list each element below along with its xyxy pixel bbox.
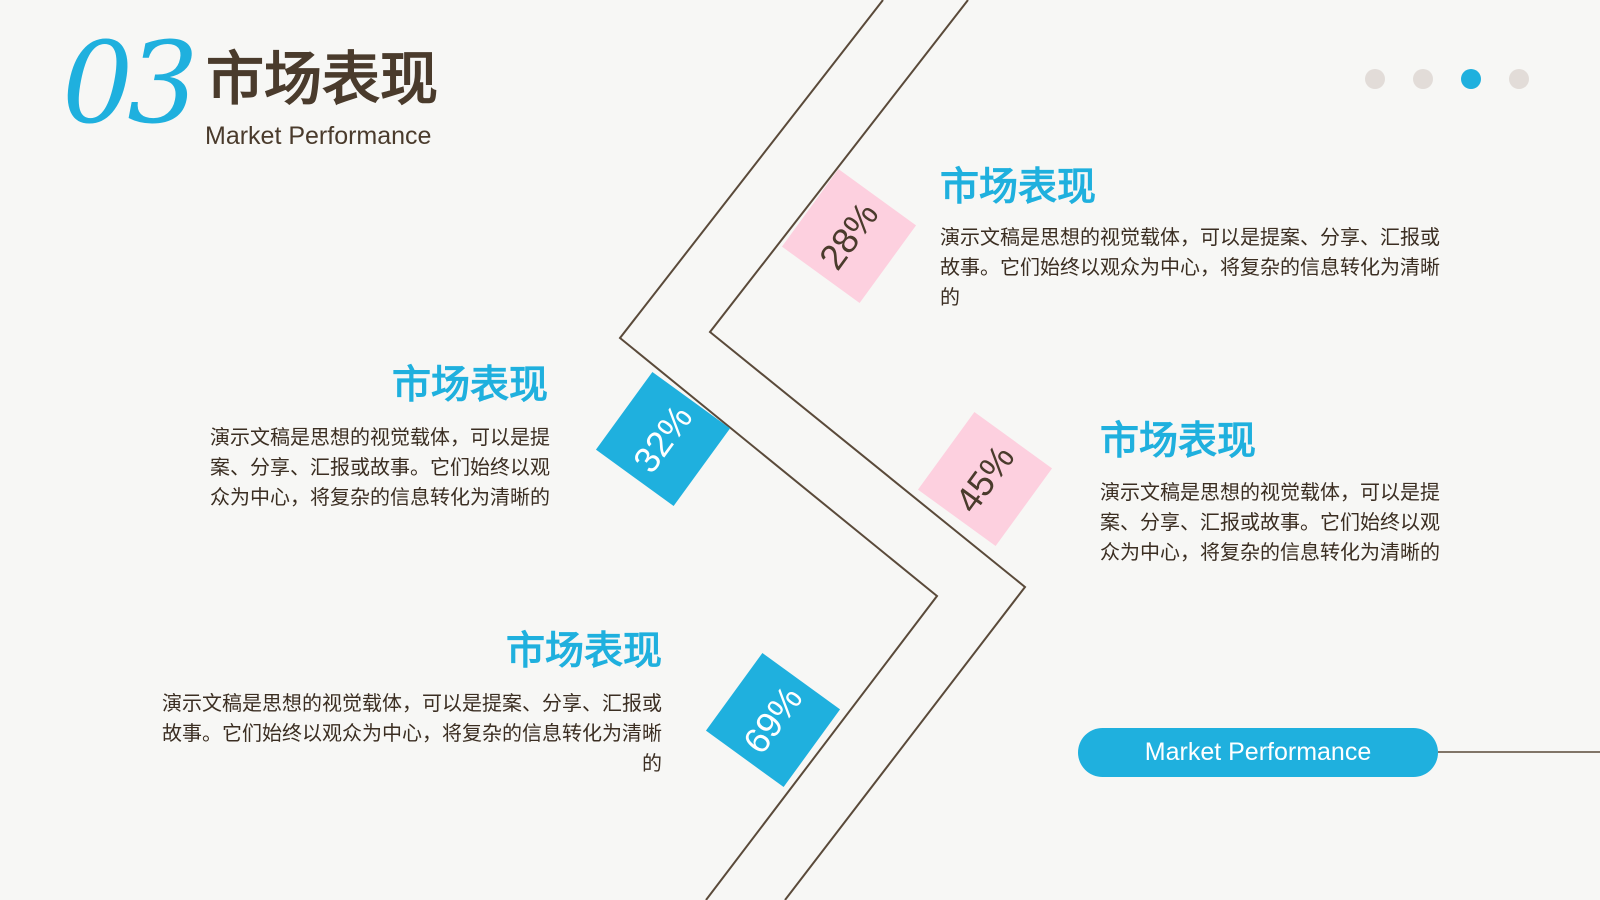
item-title-1: 市场表现	[940, 165, 1097, 210]
market-performance-button[interactable]: Market Performance	[1078, 728, 1438, 777]
page-dot-4[interactable]	[1509, 69, 1529, 89]
section-number: 03	[62, 19, 198, 149]
item-text-3: 演示文稿是思想的视觉载体，可以是提案、分享、汇报或故事。它们始终以观众为中心，将…	[1100, 480, 1440, 564]
item-title-2: 市场表现	[391, 363, 548, 408]
page-dot-1[interactable]	[1365, 69, 1385, 89]
page-title: 市场表现	[206, 45, 439, 113]
page-indicator	[1365, 69, 1529, 89]
page-dot-2[interactable]	[1413, 69, 1433, 89]
item-text-2: 演示文稿是思想的视觉载体，可以是提案、分享、汇报或故事。它们始终以观众为中心，将…	[210, 425, 550, 509]
percent-label-2: 32%	[624, 397, 701, 480]
item-title-3: 市场表现	[1100, 419, 1257, 464]
item-text-1: 演示文稿是思想的视觉载体，可以是提案、分享、汇报或故事。它们始终以观众为中心，将…	[940, 225, 1440, 309]
page-dot-3-active[interactable]	[1461, 69, 1481, 89]
percent-label-3: 45%	[946, 437, 1023, 520]
zigzag-line-right	[708, 0, 1027, 900]
percent-label-1: 28%	[810, 194, 887, 277]
percent-label-4: 69%	[734, 678, 811, 761]
page-subtitle: Market Performance	[205, 122, 432, 150]
item-title-4: 市场表现	[505, 629, 662, 674]
zigzag-line-left	[618, 0, 939, 900]
item-text-4: 演示文稿是思想的视觉载体，可以是提案、分享、汇报或故事。它们始终以观众为中心，将…	[162, 691, 662, 775]
